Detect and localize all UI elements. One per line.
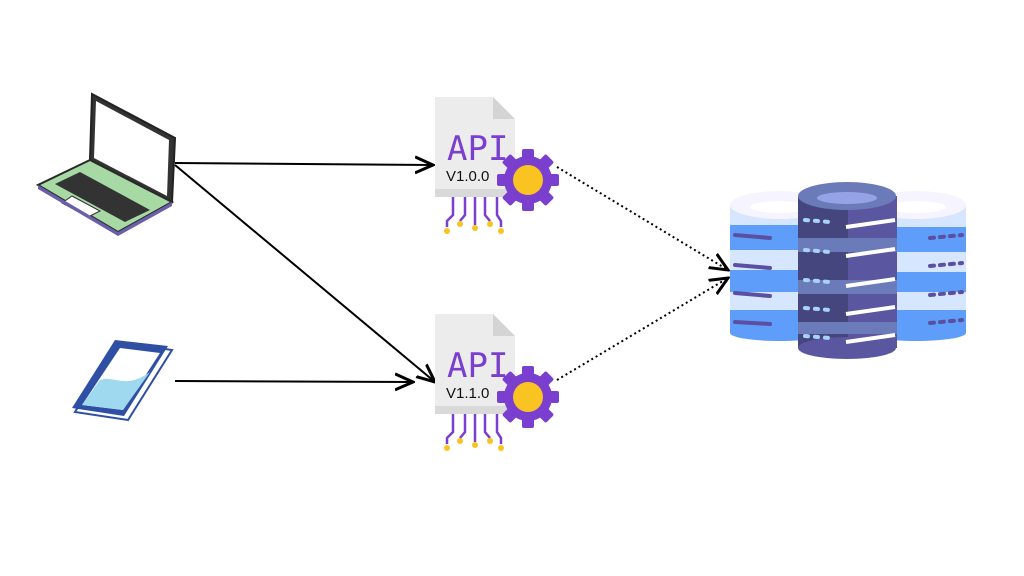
edge-api-v2-database (556, 278, 728, 381)
api-v1-version: V1.0.0 (446, 168, 489, 185)
api-v2-title: API (447, 346, 508, 386)
api-v2-version: V1.1.0 (446, 385, 489, 402)
smartphone-icon (72, 340, 174, 422)
api-v2-node: API V1.1.0 (433, 312, 561, 453)
db-center-cylinder (798, 182, 897, 359)
api-v1-title: API (447, 129, 508, 169)
api-v1-node: API V1.0.0 (433, 95, 561, 236)
edge-api-v1-database (556, 166, 728, 270)
edge-phone-api-v2 (174, 381, 413, 382)
laptop-icon (35, 92, 177, 236)
database-servers-icon (730, 182, 966, 359)
edge-laptop-api-v2 (174, 164, 435, 382)
edges (174, 163, 728, 382)
edge-laptop-api-v1 (174, 163, 433, 165)
